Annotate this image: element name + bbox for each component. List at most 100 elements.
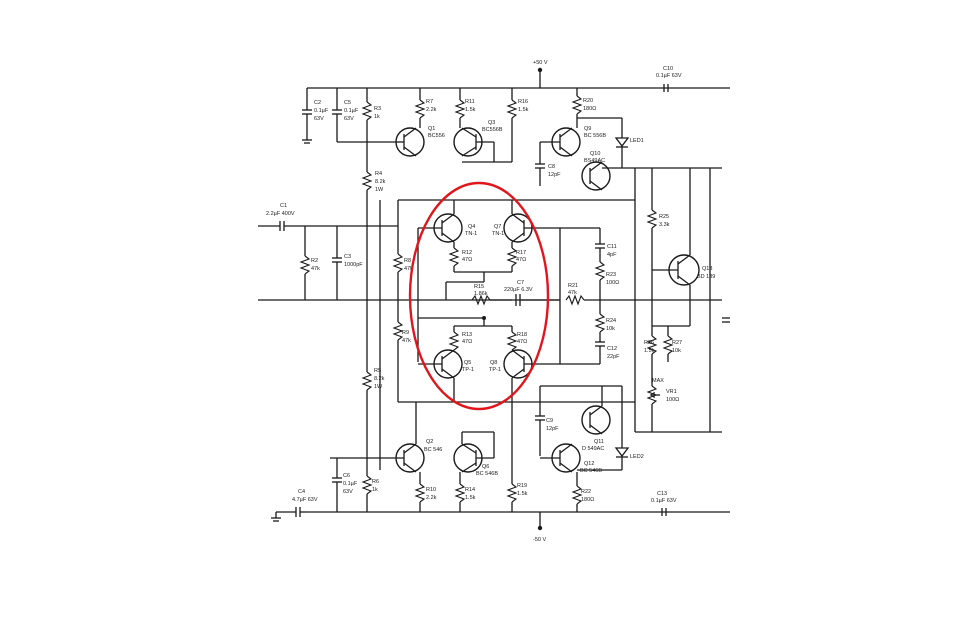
svg-text:C11: C11	[607, 244, 617, 250]
resistor-r7: R7 2.2k	[414, 88, 437, 128]
svg-text:0.1µF 63V: 0.1µF 63V	[651, 498, 677, 504]
svg-text:8.2k: 8.2k	[375, 179, 386, 185]
svg-text:22pF: 22pF	[607, 354, 620, 360]
svg-text:BC556: BC556	[428, 133, 445, 139]
svg-text:0.1µF 63V: 0.1µF 63V	[656, 73, 682, 79]
resistor-r16: R16 1.5k	[462, 88, 529, 163]
resistor-r10: R10 2.2k	[414, 472, 437, 512]
svg-text:R12: R12	[462, 250, 472, 256]
highlight-ellipse	[408, 181, 550, 411]
transistor-q7: Q7 TN-1	[492, 200, 560, 243]
svg-text:BC 546: BC 546	[424, 447, 442, 453]
svg-text:R7: R7	[426, 99, 433, 105]
svg-text:BS49AC: BS49AC	[584, 158, 605, 164]
resistor-r11: R11 1.5k	[454, 88, 476, 128]
svg-text:1.5k: 1.5k	[644, 348, 655, 354]
transistor-q3: Q3 BC556B	[453, 120, 503, 162]
svg-text:12pF: 12pF	[546, 426, 559, 432]
pot-vr1: MAX VR1 100Ω	[646, 378, 679, 432]
svg-text:4.7µF 63V: 4.7µF 63V	[292, 497, 318, 503]
svg-text:TN-1: TN-1	[465, 231, 477, 237]
svg-text:47Ω: 47Ω	[517, 339, 527, 345]
svg-text:TP-1: TP-1	[489, 367, 501, 373]
svg-text:R11: R11	[465, 99, 475, 105]
resistor-r27: R27 10k	[662, 326, 682, 362]
svg-text:10k: 10k	[672, 348, 681, 354]
svg-text:1.5k: 1.5k	[465, 107, 476, 113]
svg-text:R23: R23	[606, 272, 616, 278]
svg-text:BC 556B: BC 556B	[584, 133, 606, 139]
svg-text:Q10: Q10	[590, 151, 600, 157]
cap-c9: C9 12pF	[535, 386, 559, 456]
svg-text:0.1µF: 0.1µF	[343, 481, 358, 487]
svg-text:Q9: Q9	[584, 126, 591, 132]
svg-text:LED1: LED1	[630, 138, 644, 144]
resistor-r4: R4 8.2k 1W	[361, 142, 386, 372]
svg-text:R27: R27	[672, 340, 682, 346]
svg-text:BC556B: BC556B	[482, 127, 503, 133]
svg-text:C1: C1	[280, 203, 287, 209]
svg-text:2.2k: 2.2k	[426, 107, 437, 113]
svg-text:C2: C2	[314, 100, 321, 106]
transistor-q2: Q2 BC 546	[380, 402, 442, 473]
power-rails: +50 V -50 V	[307, 60, 730, 543]
svg-text:1.5k: 1.5k	[518, 107, 529, 113]
svg-text:4pF: 4pF	[607, 252, 617, 258]
svg-text:8.2k: 8.2k	[374, 376, 385, 382]
svg-text:C4: C4	[298, 489, 305, 495]
pos-rail-label: +50 V	[533, 60, 548, 66]
resistor-r24: R24 10k	[594, 300, 616, 342]
resistor-r22: R22 180Ω	[571, 469, 622, 512]
svg-text:220µF 6.3V: 220µF 6.3V	[504, 287, 533, 293]
svg-text:Q8: Q8	[490, 360, 497, 366]
resistor-r9: R9 47k	[392, 300, 411, 402]
transistor-q9: Q9 BC 556B	[540, 126, 606, 157]
svg-text:R3: R3	[374, 106, 381, 112]
resistor-r15: R15 1.86k	[445, 281, 512, 306]
svg-text:Q12: Q12	[584, 461, 594, 467]
svg-text:BC 546B: BC 546B	[476, 471, 498, 477]
svg-text:R24: R24	[606, 318, 616, 324]
svg-text:BD 139: BD 139	[697, 274, 715, 280]
svg-text:Q4: Q4	[468, 224, 475, 230]
resistor-r14: R14 1.5k	[454, 472, 476, 512]
svg-text:63V: 63V	[343, 489, 353, 495]
resistor-r20: R20 180Ω	[571, 88, 596, 128]
cap-c1: C1 2.2µF 400V	[258, 203, 398, 231]
svg-text:0.1µF: 0.1µF	[314, 108, 329, 114]
svg-text:R4: R4	[375, 171, 382, 177]
svg-text:C13: C13	[657, 491, 667, 497]
svg-text:C12: C12	[607, 346, 617, 352]
resistor-r2: R2 47k	[299, 226, 320, 300]
svg-text:47k: 47k	[568, 290, 577, 296]
svg-text:1W: 1W	[374, 384, 383, 390]
cap-c6: C6 0.1µF 63V	[330, 457, 380, 512]
cap-c12: C12 22pF	[560, 341, 620, 365]
svg-text:0.1µF: 0.1µF	[344, 108, 359, 114]
cap-c10: C10 0.1µF 63V	[656, 66, 682, 92]
svg-text:C8: C8	[548, 164, 555, 170]
svg-text:1.5k: 1.5k	[465, 495, 476, 501]
svg-text:TN-1: TN-1	[492, 231, 504, 237]
svg-text:1k: 1k	[374, 114, 380, 120]
transistor-q10: Q10 BS49AC	[581, 151, 622, 191]
svg-text:R6: R6	[372, 479, 379, 485]
svg-text:BC 546B: BC 546B	[580, 468, 602, 474]
svg-text:C3: C3	[344, 254, 351, 260]
neg-rail-label: -50 V	[533, 537, 546, 543]
svg-text:10k: 10k	[606, 326, 615, 332]
svg-text:R17: R17	[516, 250, 526, 256]
svg-text:1.5k: 1.5k	[517, 491, 528, 497]
svg-text:LED2: LED2	[630, 454, 644, 460]
resistor-r19: R19 1.5k	[506, 402, 528, 512]
svg-text:C10: C10	[663, 66, 673, 72]
resistor-r26: R26 1.5k	[644, 326, 658, 386]
resistor-r3: R3 1k	[337, 88, 398, 143]
transistor-q4: Q4 TN-1	[418, 200, 477, 243]
svg-text:Q2: Q2	[426, 439, 433, 445]
led2: LED2	[614, 386, 644, 470]
resistor-r5: R5 8.2k 1W	[361, 368, 385, 470]
transistor-q11: Q11 D 549AC	[581, 386, 611, 452]
resistor-r17: R17 47Ω	[506, 242, 526, 272]
